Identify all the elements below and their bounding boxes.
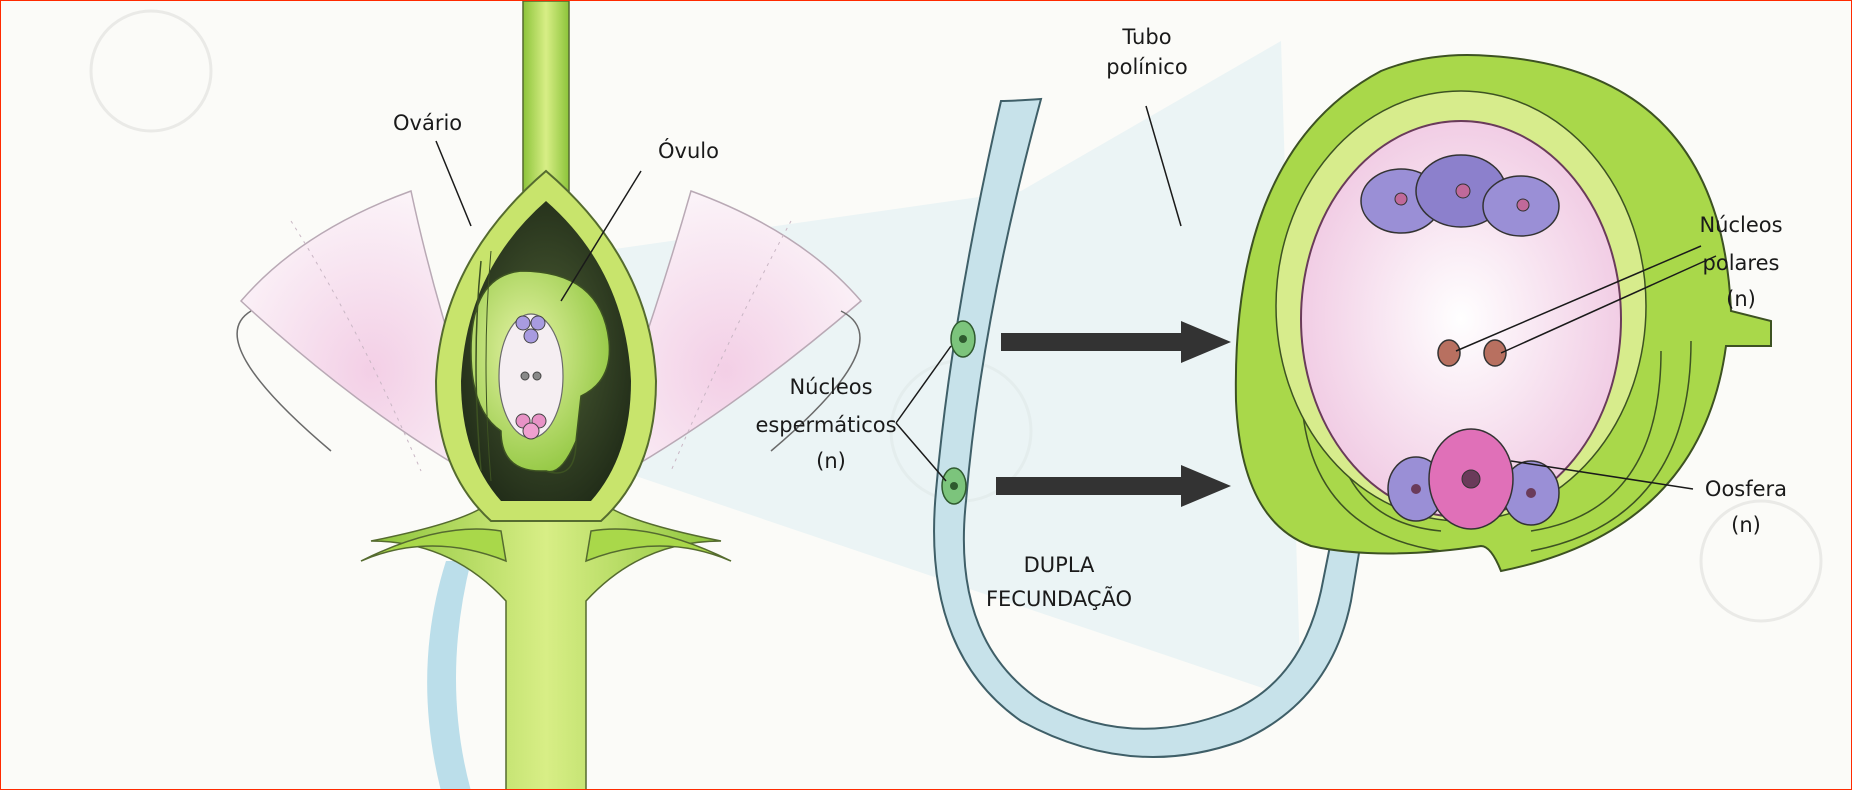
label-nucleos-polares-line1: Núcleos [1681,211,1801,239]
polar-nucleus-left [1438,340,1460,366]
label-oosfera-line1: Oosfera [1691,475,1801,503]
beam-tail [427,561,471,790]
style [523,1,569,191]
label-nucleos-polares-line3: (n) [1681,285,1801,313]
label-tubo-line2: polínico [1087,53,1207,81]
label-ovulo: Óvulo [658,137,719,165]
label-dupla-line1: DUPLA [979,551,1139,579]
arrow-to-egg-shaft [996,477,1181,495]
label-nucleos-esp-line2: espermáticos [741,411,911,439]
label-nucleos-esp-line3: (n) [756,447,906,475]
label-nucleos-esp-line1: Núcleos [756,373,906,401]
label-oosfera-line2: (n) [1691,511,1801,539]
label-tubo-line1: Tubo [1097,23,1197,51]
label-nucleos-polares-line2: polares [1681,249,1801,277]
label-ovario: Ovário [393,109,462,137]
arrow-to-polar-shaft [1001,333,1181,351]
label-dupla-line2: FECUNDAÇÃO [969,585,1149,613]
